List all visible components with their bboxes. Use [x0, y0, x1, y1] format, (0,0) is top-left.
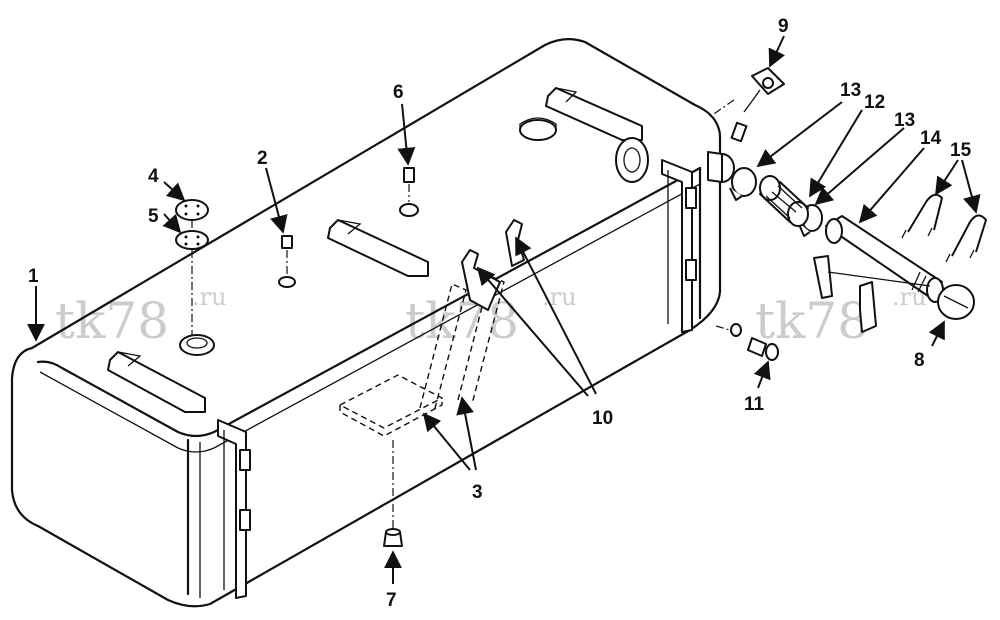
callout-15: 15 [950, 140, 972, 161]
u-bolt-right [945, 214, 987, 263]
callout-3: 3 [472, 482, 483, 503]
cover-plate [175, 199, 209, 221]
mounting-bracket-rear [661, 159, 697, 333]
top-fitting [399, 167, 419, 217]
watermark-center: tk78 .ru [405, 283, 577, 350]
callout-2: 2 [257, 148, 268, 169]
callout-7: 7 [386, 590, 397, 611]
strap-pad-middle [327, 219, 429, 277]
strap-hook-right [505, 219, 525, 267]
callout-4: 4 [148, 166, 159, 187]
callout-14: 14 [920, 128, 942, 149]
top-port [179, 334, 215, 356]
filler-hose [759, 175, 809, 227]
leader-lines [27, 35, 981, 584]
hose-clamp-upper [729, 167, 757, 201]
callout-8: 8 [914, 350, 925, 371]
tank-support-pad [338, 374, 444, 437]
vent-plug [278, 235, 296, 288]
callout-5: 5 [148, 206, 159, 227]
callout-6: 6 [393, 82, 404, 103]
support-strap-left [419, 283, 467, 413]
sender-boss [519, 117, 557, 141]
svg-text:tk78: tk78 [405, 292, 519, 350]
filler-outlet [615, 137, 735, 183]
callout-12: 12 [864, 92, 885, 113]
callout-11: 11 [744, 394, 765, 415]
mounting-bracket-front [217, 419, 251, 599]
callout-13-lower: 13 [894, 110, 915, 131]
filler-cap [937, 284, 975, 320]
strap-pad-front [107, 351, 206, 413]
fuel-level-sender [730, 67, 785, 143]
support-strap-right [457, 275, 505, 405]
callout-13-upper: 13 [840, 80, 861, 101]
callout-10: 10 [592, 408, 613, 429]
callout-1: 1 [28, 266, 39, 287]
callout-labels: 1 2 3 4 5 6 7 8 9 10 11 12 13 13 14 15 [28, 16, 972, 611]
svg-text:.ru: .ru [542, 283, 577, 311]
svg-text:tk78: tk78 [755, 292, 869, 350]
watermark-right: tk78 .ru [755, 283, 927, 350]
neck-bracket-left [813, 255, 833, 299]
bolt-and-washer [730, 323, 779, 361]
drain-plug [383, 528, 403, 547]
svg-text:.ru: .ru [192, 283, 227, 311]
callout-9: 9 [778, 16, 789, 37]
gasket [175, 230, 209, 250]
neck-bracket-right [859, 281, 877, 333]
strap-pad-rear [545, 87, 643, 141]
u-bolt-left [901, 193, 943, 239]
